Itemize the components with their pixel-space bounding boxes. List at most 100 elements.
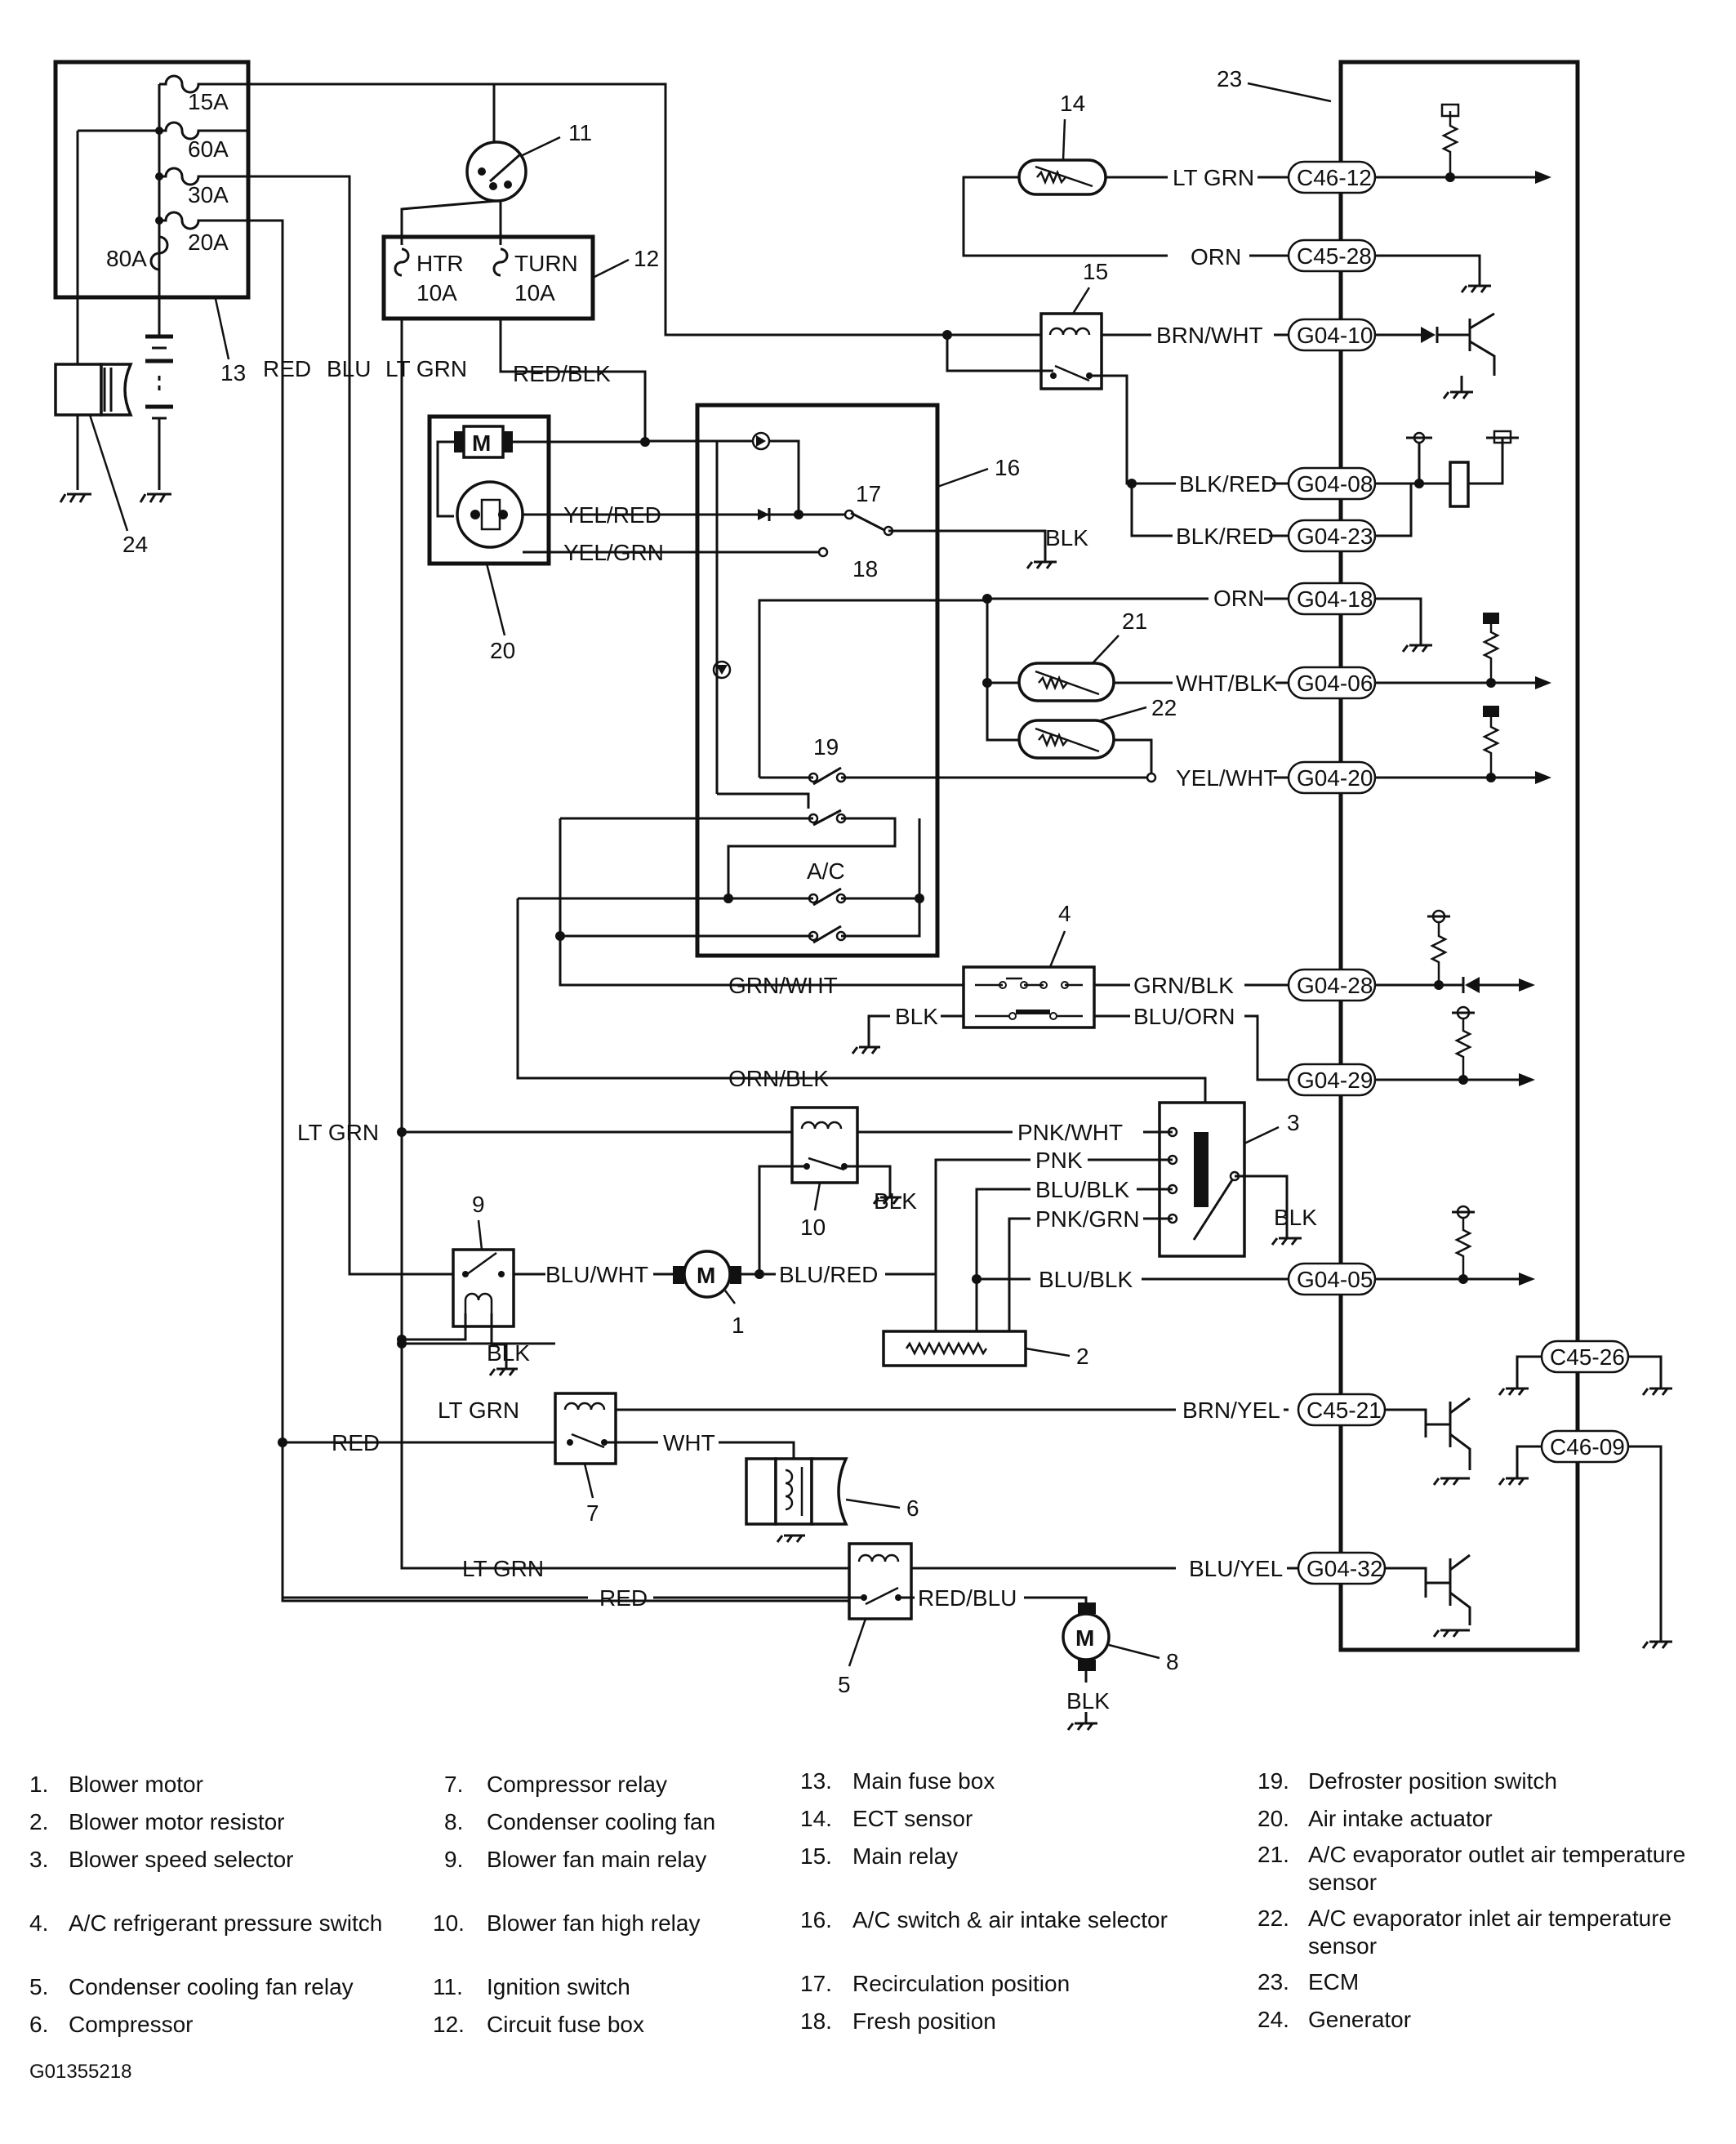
wire-lt-grn-5: LT GRN <box>462 1556 544 1581</box>
svg-text:G04-20: G04-20 <box>1297 765 1373 791</box>
svg-text:24: 24 <box>122 532 148 557</box>
svg-text:12.: 12. <box>433 2012 465 2037</box>
svg-text:1: 1 <box>732 1313 745 1338</box>
svg-text:17: 17 <box>856 481 881 506</box>
wire-lt-grn: LT GRN <box>385 356 467 381</box>
wire-pnk-grn: PNK/GRN <box>1035 1206 1140 1232</box>
connector-g04-20: G04-20 <box>1287 760 1377 795</box>
connector-c45-28: C45-28 <box>1287 238 1377 273</box>
svg-text:Fresh position: Fresh position <box>852 2008 996 2034</box>
svg-text:Circuit fuse box: Circuit fuse box <box>487 2012 644 2037</box>
svg-text:G04-32: G04-32 <box>1306 1556 1382 1581</box>
ac-pressure-switch <box>962 965 1096 1029</box>
turn-fuse-label: TURN <box>514 251 578 276</box>
svg-text:Generator: Generator <box>1308 2007 1411 2032</box>
svg-text:C46-12: C46-12 <box>1297 165 1372 190</box>
evap-outlet-sensor-icon <box>1017 662 1115 702</box>
svg-text:2.: 2. <box>29 1809 48 1834</box>
svg-text:2: 2 <box>1076 1344 1089 1369</box>
wire-blk-pressure: BLK <box>895 1004 938 1029</box>
condenser-fan-icon: M <box>1062 1602 1111 1683</box>
wire-orn-2: ORN <box>1213 586 1264 611</box>
main-relay <box>1039 312 1103 390</box>
ecm-internals <box>1375 103 1672 1649</box>
svg-text:G04-08: G04-08 <box>1297 471 1373 497</box>
diode-icon <box>751 431 771 451</box>
wire-red-3: RED <box>599 1585 648 1611</box>
svg-text:ECT sensor: ECT sensor <box>852 1806 973 1831</box>
circuit-fuse-box <box>381 234 595 321</box>
callouts: 1 2 3 4 5 6 7 8 9 10 11 12 13 14 15 16 1… <box>88 66 1332 1697</box>
connector-g04-29: G04-29 <box>1287 1063 1377 1097</box>
svg-text:Air intake actuator: Air intake actuator <box>1308 1806 1493 1831</box>
svg-text:10.: 10. <box>433 1910 465 1936</box>
htr-fuse-label: HTR <box>416 251 464 276</box>
wire-yel-red: YEL/RED <box>563 502 661 528</box>
svg-text:C45-26: C45-26 <box>1550 1344 1625 1370</box>
blower-resistor <box>882 1330 1027 1367</box>
wire-red-blu: RED/BLU <box>918 1585 1017 1611</box>
connector-g04-32: G04-32 <box>1297 1551 1387 1585</box>
svg-text:Condenser cooling fan relay: Condenser cooling fan relay <box>69 1974 354 1999</box>
svg-text:4: 4 <box>1058 901 1071 926</box>
svg-text:6: 6 <box>906 1495 919 1521</box>
legend: 1. Blower motor 2. Blower motor resistor… <box>29 1768 1685 2037</box>
wire-blu-blk-2: BLU/BLK <box>1039 1267 1133 1292</box>
wire-blk-red-1: BLK/RED <box>1179 471 1277 497</box>
fuse-60a: 60A <box>188 136 229 162</box>
svg-text:14: 14 <box>1060 91 1085 116</box>
connector-c46-12: C46-12 <box>1287 160 1377 194</box>
svg-text:10: 10 <box>800 1215 826 1240</box>
svg-text:M: M <box>1075 1625 1094 1651</box>
svg-text:Compressor: Compressor <box>69 2012 193 2037</box>
connector-g04-05: G04-05 <box>1287 1262 1377 1296</box>
main-fuse-box <box>53 60 251 300</box>
svg-text:G04-05: G04-05 <box>1297 1267 1373 1292</box>
wire-blu: BLU <box>327 356 371 381</box>
connector-g04-23: G04-23 <box>1287 519 1377 553</box>
blower-motor-icon: M <box>673 1250 741 1299</box>
ect-sensor-icon <box>1017 158 1107 196</box>
svg-text:22.: 22. <box>1257 1906 1289 1931</box>
svg-text:G04-23: G04-23 <box>1297 524 1373 549</box>
svg-text:9: 9 <box>472 1192 485 1217</box>
wire-blk-main: BLK <box>487 1340 530 1366</box>
wire-blu-red: BLU/RED <box>779 1262 878 1287</box>
svg-text:G04-29: G04-29 <box>1297 1068 1373 1093</box>
wire-blk-high: BLK <box>874 1188 917 1214</box>
svg-text:5: 5 <box>838 1672 851 1697</box>
svg-text:18.: 18. <box>800 2008 832 2034</box>
svg-text:13.: 13. <box>800 1768 832 1794</box>
fuse-15a: 15A <box>188 89 229 114</box>
svg-text:12: 12 <box>634 246 659 271</box>
wire-blk-actuator: BLK <box>1045 525 1088 550</box>
svg-text:Blower fan high relay: Blower fan high relay <box>487 1910 700 1936</box>
wire-lt-grn-ect: LT GRN <box>1173 165 1254 190</box>
svg-text:Blower fan main relay: Blower fan main relay <box>487 1847 706 1872</box>
svg-text:Main fuse box: Main fuse box <box>852 1768 995 1794</box>
connector-g04-18: G04-18 <box>1287 582 1377 616</box>
wire-orn-ect: ORN <box>1191 244 1241 270</box>
compressor-relay <box>554 1392 617 1465</box>
wire-grn-wht: GRN/WHT <box>728 973 838 998</box>
svg-text:17.: 17. <box>800 1971 832 1996</box>
actuator-motor-icon: M <box>454 425 513 459</box>
svg-text:C46-09: C46-09 <box>1550 1434 1625 1460</box>
wire-grn-blk: GRN/BLK <box>1133 973 1234 998</box>
svg-text:G04-10: G04-10 <box>1297 323 1373 348</box>
wire-blk-red-2: BLK/RED <box>1176 524 1274 549</box>
wire-red: RED <box>263 356 311 381</box>
svg-text:4.: 4. <box>29 1910 48 1936</box>
svg-text:19.: 19. <box>1257 1768 1289 1794</box>
evap-inlet-sensor-icon <box>1017 719 1115 760</box>
connector-c45-26: C45-26 <box>1540 1339 1630 1374</box>
wire-blk-fan: BLK <box>1066 1688 1110 1714</box>
svg-text:G04-28: G04-28 <box>1297 973 1373 998</box>
fuse-20a: 20A <box>188 230 229 255</box>
svg-text:Blower speed selector: Blower speed selector <box>69 1847 293 1872</box>
wire-lt-grn-3: LT GRN <box>297 1120 379 1145</box>
wire-yel-grn: YEL/GRN <box>563 540 664 565</box>
svg-text:Compressor relay: Compressor relay <box>487 1772 667 1797</box>
